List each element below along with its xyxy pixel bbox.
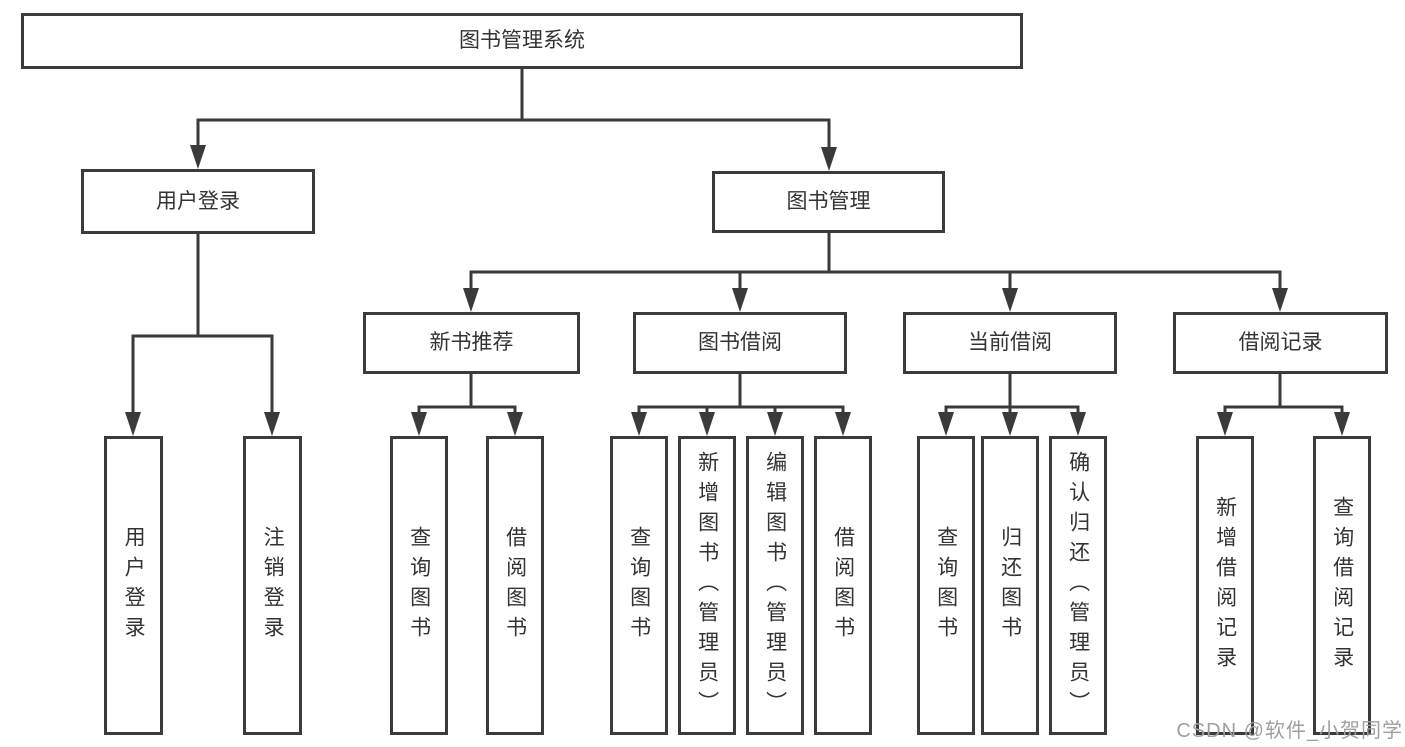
edge-borrow-record-to-leaves: [1217, 374, 1350, 436]
node-book-management: 图书管理: [712, 171, 945, 233]
node-label: 编辑图书（管理员）: [763, 450, 787, 721]
node-borrowing-records: 借阅记录: [1173, 312, 1388, 374]
node-label: 新增借阅记录: [1213, 495, 1237, 676]
node-label: 查询图书: [934, 525, 958, 646]
node-label: 借阅图书: [503, 525, 527, 646]
node-label: 新增图书（管理员）: [695, 450, 719, 721]
node-label: 用户登录: [156, 189, 240, 213]
node-label: 图书借阅: [698, 331, 782, 355]
node-leaf-query-borrow-record: 查询借阅记录: [1313, 436, 1371, 735]
edge-root-to-level2: [190, 69, 837, 171]
edge-new-book-rec-to-leaves: [411, 374, 523, 436]
node-label: 归还图书: [998, 525, 1022, 646]
node-leaf-user-login: 用户登录: [104, 436, 163, 735]
node-label: 图书管理系统: [459, 29, 585, 53]
edge-current-borrow-to-leaves: [938, 374, 1086, 436]
node-label: 借阅图书: [831, 525, 855, 646]
node-label: 用户登录: [122, 525, 146, 646]
node-label: 新书推荐: [429, 331, 514, 355]
node-leaf-add-books-admin: 新增图书（管理员）: [678, 436, 736, 735]
node-label: 查询图书: [627, 525, 651, 646]
node-label: 确认归还（管理员）: [1066, 450, 1090, 721]
node-leaf-confirm-return-admin: 确认归还（管理员）: [1049, 436, 1107, 735]
node-new-book-recommendation: 新书推荐: [363, 312, 580, 374]
node-leaf-add-borrow-record: 新增借阅记录: [1196, 436, 1254, 735]
node-leaf-borrow-books-rec: 借阅图书: [486, 436, 544, 735]
node-user-login: 用户登录: [81, 169, 315, 234]
node-label: 当前借阅: [968, 331, 1052, 355]
node-leaf-borrow-books: 借阅图书: [814, 436, 872, 735]
node-current-borrowing: 当前借阅: [903, 312, 1117, 374]
node-leaf-edit-books-admin: 编辑图书（管理员）: [746, 436, 804, 735]
node-label: 图书管理: [786, 190, 871, 214]
node-leaf-query-books-rec: 查询图书: [390, 436, 448, 735]
node-leaf-return-books: 归还图书: [981, 436, 1039, 735]
node-leaf-logout: 注销登录: [243, 436, 302, 735]
node-label: 借阅记录: [1238, 331, 1323, 355]
csdn-watermark: CSDN @软件_小贺同学: [1176, 720, 1403, 742]
node-leaf-query-books-current: 查询图书: [917, 436, 975, 735]
node-label: 注销登录: [261, 525, 285, 646]
node-label: 查询图书: [407, 525, 431, 646]
node-label: 查询借阅记录: [1330, 495, 1354, 676]
edge-book-borrow-to-leaves: [631, 374, 851, 436]
edge-book-mgmt-to-level3: [463, 233, 1288, 312]
node-library-management-system: 图书管理系统: [21, 13, 1023, 69]
edge-user-login-to-leaves: [125, 234, 280, 436]
node-book-borrowing: 图书借阅: [633, 312, 847, 374]
node-leaf-query-books: 查询图书: [610, 436, 668, 735]
